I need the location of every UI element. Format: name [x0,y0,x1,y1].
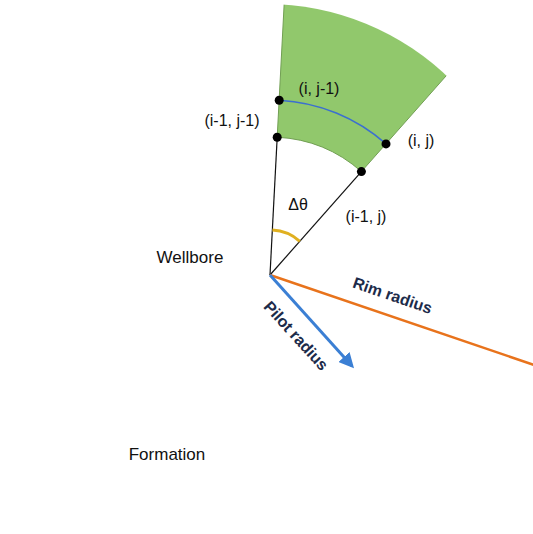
water-bubble [299,308,316,325]
water-bubble [263,348,285,370]
water-bubble [311,282,318,289]
node-label: (i-1, j-1) [204,112,259,130]
angle-arc [272,230,299,241]
water-bubble [217,333,231,347]
node-label: (i, j) [408,132,435,150]
water-bubble [233,290,243,300]
wellbore-outline [132,137,408,413]
water-bubble [154,308,169,323]
water-bubble [211,181,229,199]
water-bubble [252,145,271,164]
water-bubble [171,313,189,331]
node-label: (i-1, j) [346,208,387,226]
water-bubble [179,297,200,318]
water-bubble [294,172,309,187]
formation-label: Formation [129,445,206,465]
water-bubble [203,320,210,327]
grid-point [273,133,282,142]
dimension-label: Pilot radius [260,298,332,375]
water-bubble [330,279,345,294]
water-bubble [303,307,319,323]
water-bubble [340,260,347,267]
water-bubble [170,197,179,206]
water-bubble [280,261,298,279]
water-bubble [298,267,311,280]
water-bubble [168,269,186,287]
wellbore-label: Wellbore [157,248,224,268]
water-bubble [355,338,374,357]
grid-point [382,139,391,148]
water-bubble [197,364,214,381]
formation-circle [3,4,529,530]
water-bubble [207,195,221,209]
water-bubble [332,366,346,380]
water-bubble [273,375,295,397]
water-bubble [357,315,376,334]
angle-label: Δθ [288,196,308,214]
wellbore-circle [132,137,408,413]
grid-arc [279,100,386,144]
water-bubble [273,369,286,382]
wellbore-region: Wellbore [132,137,408,413]
water-bubble [296,370,307,381]
water-bubble [214,283,231,300]
water-bubble [175,202,195,222]
water-bubble [264,191,282,209]
water-bubble [295,295,301,301]
dimension-label: Rim radius [350,274,434,318]
water-bubble [344,188,366,210]
grid-point [275,96,284,105]
radial-line [270,137,277,275]
water-bubble [194,189,209,204]
formation-outline [3,4,529,530]
water-bubble [264,279,270,285]
grid-cell-sector [277,0,482,172]
formation-region: WellboreFormation [3,4,529,530]
water-bubble [154,309,175,330]
node-label: (i, j-1) [299,80,340,98]
grid-point [357,167,366,176]
